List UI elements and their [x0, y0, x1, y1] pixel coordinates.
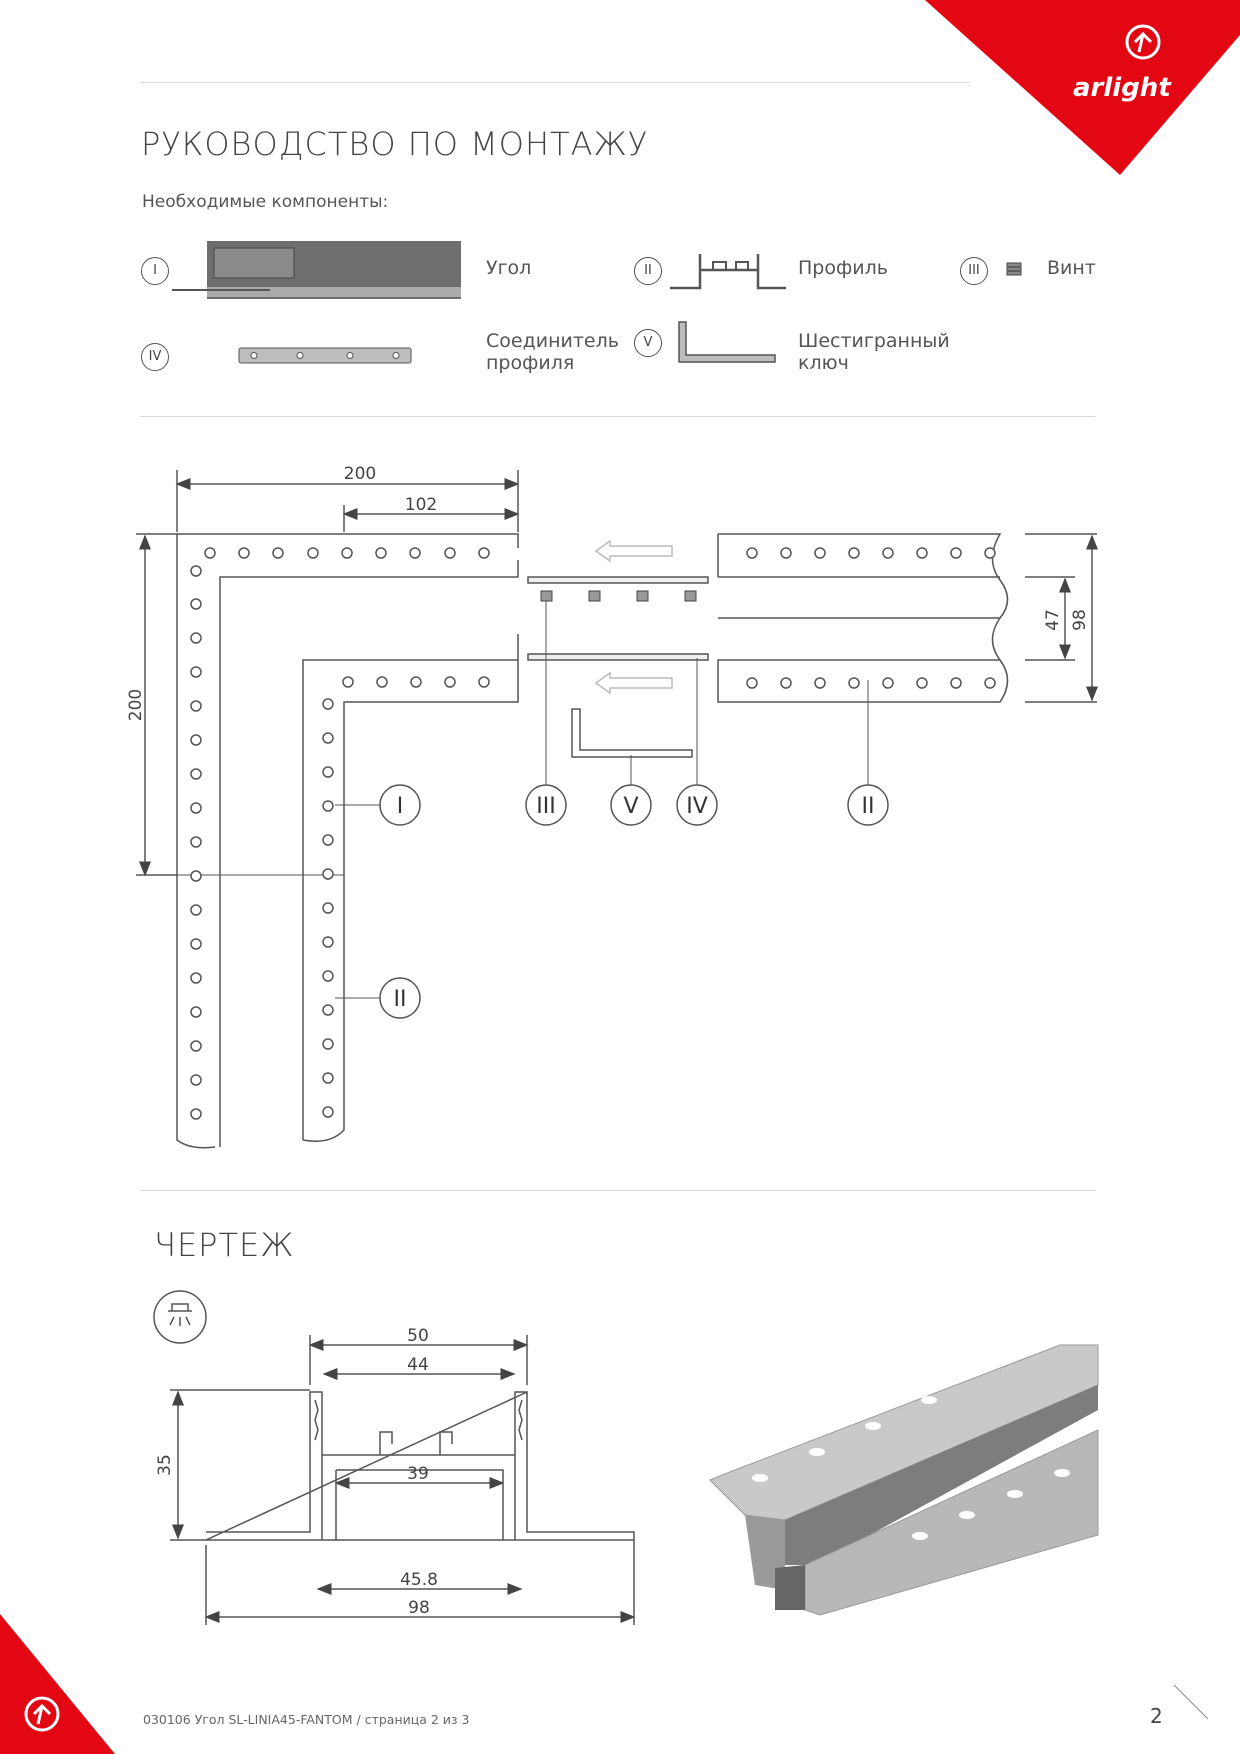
top-rule [140, 82, 970, 83]
page-title: РУКОВОДСТВО ПО МОНТАЖУ [141, 125, 649, 163]
component-numeral-iv: IV [141, 343, 169, 371]
component-numeral-i: I [141, 257, 169, 285]
assembly-diagram: 200 102 200 47 98 I II III V IV II [126, 464, 1098, 1149]
callout-v: V [623, 794, 638, 819]
callout-iii: III [536, 794, 555, 819]
component-numeral-v: V [634, 329, 662, 357]
arlight-logo-icon [1125, 24, 1161, 60]
components-subtitle: Необходимые компоненты: [142, 192, 389, 212]
lamp-icon [153, 1290, 207, 1344]
component-label-i: Угол [486, 257, 532, 279]
page-number: 2 [1150, 1704, 1163, 1728]
components-rule [140, 416, 1095, 417]
profile-3d-render [709, 1344, 1099, 1616]
callout-i: I [397, 794, 404, 819]
component-label-ii: Профиль [798, 257, 888, 279]
page-corner-line [1173, 1684, 1209, 1720]
footer-brand-corner [0, 1614, 115, 1754]
brand-name: arlight [1073, 73, 1172, 103]
drawing-title: ЧЕРТЕЖ [154, 1226, 295, 1264]
cross-section-drawing: 50 44 39 35 45.8 98 [155, 1326, 636, 1625]
component-numeral-ii: II [634, 257, 662, 285]
component-label-iii: Винт [1047, 257, 1096, 279]
dim-98: 98 [1070, 609, 1090, 631]
component-label-iv: Соединитель профиля [486, 330, 619, 374]
dim-200-left: 200 [126, 689, 146, 721]
dim-39: 39 [407, 1464, 429, 1484]
dim-35: 35 [155, 1454, 175, 1476]
dim-200-top: 200 [344, 464, 376, 484]
component-label-v: Шестигранный ключ [798, 330, 950, 374]
brand-corner: arlight [925, 0, 1240, 175]
dim-98-section: 98 [408, 1598, 430, 1618]
footer-text: 030106 Угол SL-LINIA45-FANTOM / страница… [143, 1712, 470, 1727]
corner-part-image [172, 241, 461, 299]
screw-icon [1006, 262, 1022, 276]
callout-ii-corner: II [394, 987, 407, 1012]
dim-50: 50 [407, 1326, 429, 1346]
dim-45-8: 45.8 [400, 1570, 438, 1590]
callout-iv: IV [686, 794, 708, 819]
component-numeral-iii: III [960, 257, 988, 285]
callout-ii-profile: II [862, 794, 875, 819]
dim-44: 44 [407, 1355, 429, 1375]
hex-key-image [678, 321, 776, 363]
dim-102: 102 [405, 495, 437, 515]
dim-47: 47 [1043, 609, 1063, 631]
logo-icon [24, 1696, 60, 1732]
connector-part-image [238, 347, 412, 364]
drawing-rule [140, 1190, 1095, 1191]
profile-part-image [670, 254, 786, 290]
